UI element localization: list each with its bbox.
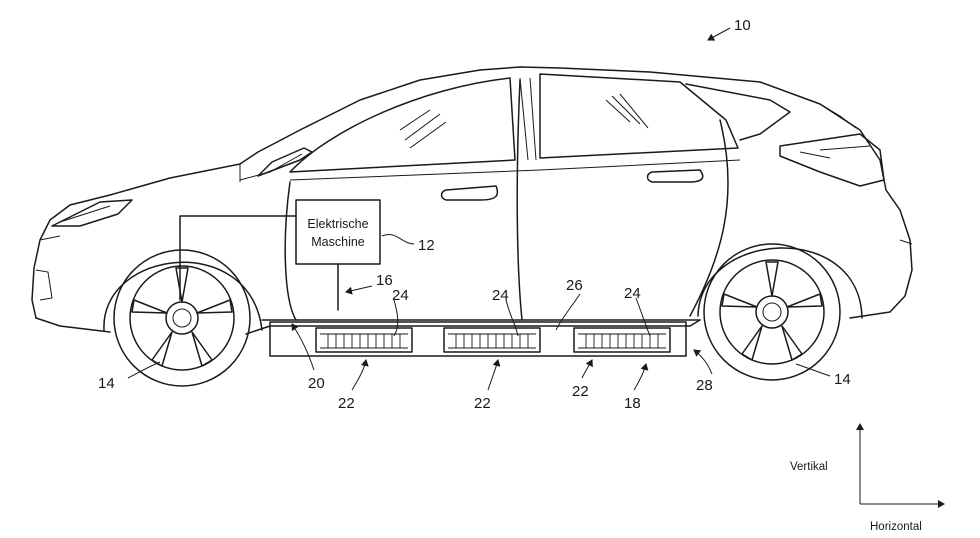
ref-machine: 12 — [418, 237, 435, 254]
ref-wheel-rear: 14 — [834, 371, 851, 388]
battery-module-2 — [444, 328, 540, 352]
ref-module-3: 22 — [572, 383, 589, 400]
ref-module-1: 22 — [338, 395, 355, 412]
ref-cell-2: 24 — [492, 287, 509, 304]
rear-wheel — [704, 244, 840, 380]
ref-bus: 20 — [308, 375, 325, 392]
axis-label-horizontal: Horizontal — [870, 521, 922, 533]
axis-label-vertical: Vertikal — [790, 461, 828, 473]
ref-enclosure: 28 — [696, 377, 713, 394]
battery-pack-enclosure — [270, 322, 686, 356]
front-wiring — [180, 216, 296, 300]
ref-pack: 18 — [624, 395, 641, 412]
ref-floor: 26 — [566, 277, 583, 294]
electric-machine-box — [296, 200, 380, 264]
ref-cell-1: 24 — [392, 287, 409, 304]
machine-label-line2: Maschine — [311, 235, 365, 249]
battery-module-3 — [574, 328, 670, 352]
battery-module-1 — [316, 328, 412, 352]
ref-wiring: 16 — [376, 272, 393, 289]
ref-module-2: 22 — [474, 395, 491, 412]
ref-cell-3: 24 — [624, 285, 641, 302]
front-wheel — [114, 250, 250, 386]
vehicle-body — [32, 67, 912, 334]
ref-vehicle: 10 — [734, 17, 751, 34]
axes-indicator — [860, 424, 944, 504]
ref-wheel-front: 14 — [98, 375, 115, 392]
machine-label-line1: Elektrische — [307, 217, 368, 231]
